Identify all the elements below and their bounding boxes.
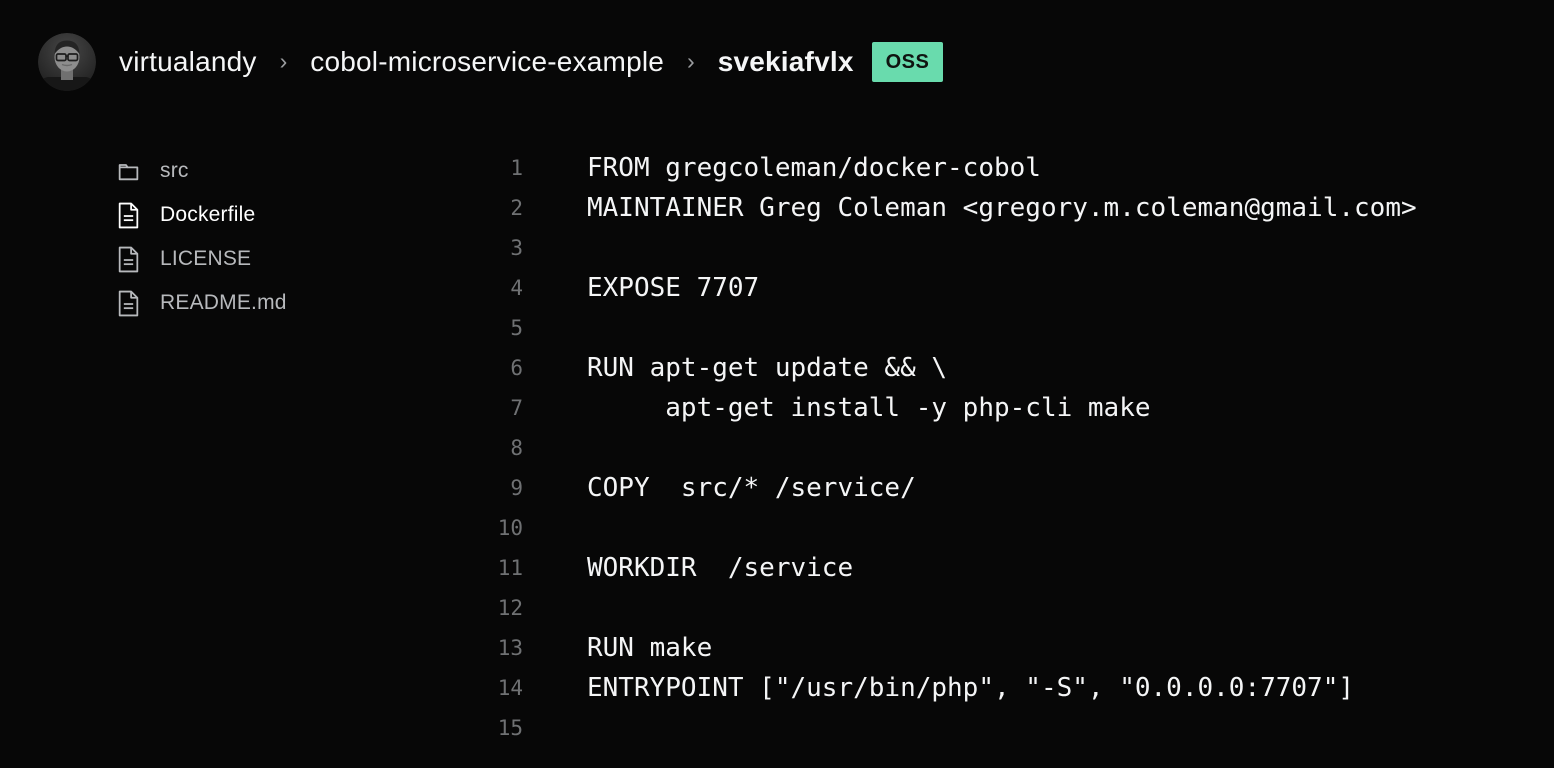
line-number: 5 — [510, 316, 523, 340]
code-line-14: 14 ENTRYPOINT ["/usr/bin/php", "-S", "0.0… — [0, 668, 1554, 708]
chevron-right-separator: › — [279, 47, 288, 74]
line-number: 4 — [510, 276, 523, 300]
file-icon — [115, 290, 141, 316]
breadcrumb: virtualandy › cobol-microservice-example… — [119, 42, 944, 82]
breadcrumb-project[interactable]: cobol-microservice-example — [310, 46, 665, 77]
breadcrumb-instance[interactable]: svekiafvlx — [717, 46, 854, 77]
code-line-3: 3 — [0, 228, 1554, 268]
code-line-8: 8 — [0, 428, 1554, 468]
sidebar-item-readme-md[interactable]: README.md — [115, 281, 415, 325]
header: virtualandy › cobol-microservice-example… — [38, 33, 944, 91]
line-number: 7 — [510, 396, 523, 420]
file-name: README.md — [160, 291, 287, 314]
file-icon — [115, 202, 141, 228]
code-text: EXPOSE 7707 — [587, 273, 760, 303]
code-text: COPY src/* /service/ — [587, 473, 916, 503]
line-number: 3 — [510, 236, 523, 260]
line-number: 6 — [510, 356, 523, 380]
code-line-9: 9 COPY src/* /service/ — [0, 468, 1554, 508]
code-line-5: 5 — [0, 308, 1554, 348]
line-number: 11 — [497, 556, 523, 580]
line-number: 2 — [510, 196, 523, 220]
sidebar-item-license[interactable]: LICENSE — [115, 237, 415, 281]
code-text: MAINTAINER Greg Coleman <gregory.m.colem… — [587, 193, 1417, 223]
code-text: WORKDIR /service — [587, 553, 854, 583]
line-number: 12 — [497, 596, 523, 620]
chevron-right-separator: › — [687, 47, 695, 74]
code-line-12: 12 — [0, 588, 1554, 628]
line-number: 14 — [497, 676, 523, 700]
sidebar-item-src[interactable]: src — [115, 149, 415, 193]
code-line-15: 15 — [0, 708, 1554, 748]
file-name: Dockerfile — [160, 203, 256, 226]
line-number: 13 — [497, 636, 523, 660]
line-number: 10 — [497, 516, 523, 540]
file-name: src — [160, 159, 189, 182]
code-line-4: 4 EXPOSE 7707 — [0, 268, 1554, 308]
file-icon — [115, 246, 141, 272]
oss-badge: OSS — [871, 42, 944, 82]
line-number: 8 — [510, 436, 523, 460]
file-name: LICENSE — [160, 247, 252, 270]
folder-icon — [115, 158, 141, 184]
code-text: RUN make — [587, 633, 713, 663]
code-text: apt-get install -y php-cli make — [587, 393, 1151, 423]
code-line-7: 7 apt-get install -y php-cli make — [0, 388, 1554, 428]
line-number: 9 — [510, 476, 523, 500]
code-line-6: 6 RUN apt-get update && \ — [0, 348, 1554, 388]
code-line-10: 10 — [0, 508, 1554, 548]
code-line-1: 1 FROM gregcoleman/docker-cobol — [0, 148, 1554, 188]
code-text: RUN apt-get update && \ — [587, 353, 948, 383]
code-text: FROM gregcoleman/docker-cobol — [587, 153, 1041, 183]
sidebar-item-dockerfile[interactable]: Dockerfile — [115, 193, 415, 237]
avatar[interactable] — [38, 33, 96, 91]
line-number: 15 — [497, 716, 523, 740]
code-line-2: 2 MAINTAINER Greg Coleman <gregory.m.cole… — [0, 188, 1554, 228]
breadcrumb-user[interactable]: virtualandy — [119, 46, 257, 77]
code-text: ENTRYPOINT ["/usr/bin/php", "-S", "0.0.0… — [587, 673, 1355, 703]
code-viewer: 1 FROM gregcoleman/docker-cobol 2 MAINTAINE… — [0, 148, 1554, 748]
code-line-13: 13 RUN make — [0, 628, 1554, 668]
code-line-11: 11 WORKDIR /service — [0, 548, 1554, 588]
line-number: 1 — [510, 156, 523, 180]
avatar-photo — [38, 33, 96, 91]
